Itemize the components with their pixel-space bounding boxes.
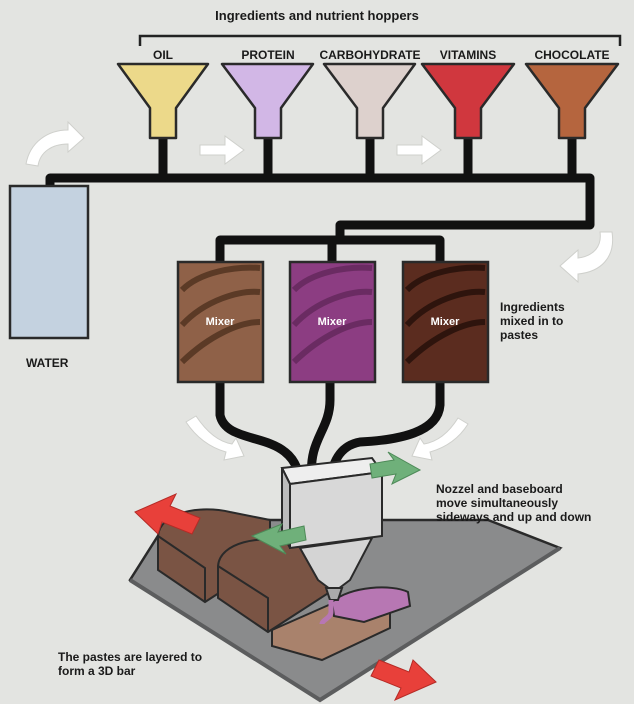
nozzle-box-side: [289, 470, 383, 550]
red-arrows: [134, 492, 437, 702]
mixers: [176, 260, 490, 384]
hopper-carbohydrate: [322, 62, 417, 140]
bar-layer-top: [330, 586, 412, 624]
hoppers-bracket: [138, 34, 622, 46]
mixer-3: [401, 260, 490, 384]
arrow-curve-right: [411, 417, 469, 461]
arrow-green-left: [250, 523, 307, 555]
hopper-label-carbohydrate: CARBOHYDRATE: [319, 48, 421, 62]
hopper-label-protein: PROTEIN: [241, 48, 295, 62]
mixer-label: Mixer: [206, 316, 235, 328]
arrow-curve-return: [559, 231, 614, 284]
nozzle-tip: [324, 587, 344, 601]
chocolate-bars: [157, 508, 412, 662]
arrow-right-2: [396, 135, 442, 165]
paste-stream: [319, 600, 334, 625]
annotation-layered: The pastes are layered to form a 3D bar: [58, 650, 203, 678]
water-label: WATER: [26, 356, 69, 370]
arrow-right-1: [199, 135, 245, 165]
hopper-vitamins: [420, 62, 516, 140]
mixer-label: Mixer: [318, 316, 347, 328]
hopper-protein: [220, 62, 315, 140]
arrow-green-right: [369, 451, 422, 486]
hopper-label-chocolate: CHOCOLATE: [534, 48, 610, 62]
annotation-nozzle: Nozzel and baseboard move simultaneously…: [436, 482, 592, 524]
hopper-funnels: [116, 62, 620, 140]
arrow-curve-water: [25, 120, 85, 167]
hopper-chocolate: [524, 62, 620, 140]
green-arrows: [250, 451, 422, 555]
hopper-label-oil: OIL: [153, 48, 173, 62]
hopper-oil: [116, 62, 210, 140]
water-tank: [8, 184, 90, 340]
flow-arrows: [25, 120, 614, 461]
arrow-red-downright: [370, 659, 437, 702]
nozzle-assembly: [280, 456, 384, 601]
nozzle-cone: [298, 536, 374, 594]
baseboard-edge: [128, 546, 562, 703]
mixer-2: [288, 260, 377, 384]
annotation-mixed: Ingredients mixed in to pastes: [500, 300, 565, 342]
hopper-label-vitamins: VITAMINS: [439, 48, 497, 62]
arrow-curve-left: [185, 415, 245, 461]
arrow-red-upleft: [134, 492, 201, 535]
mixer-1: [176, 260, 265, 384]
hoppers-title: Ingredients and nutrient hoppers: [215, 8, 419, 23]
mixer-label: Mixer: [431, 316, 460, 328]
